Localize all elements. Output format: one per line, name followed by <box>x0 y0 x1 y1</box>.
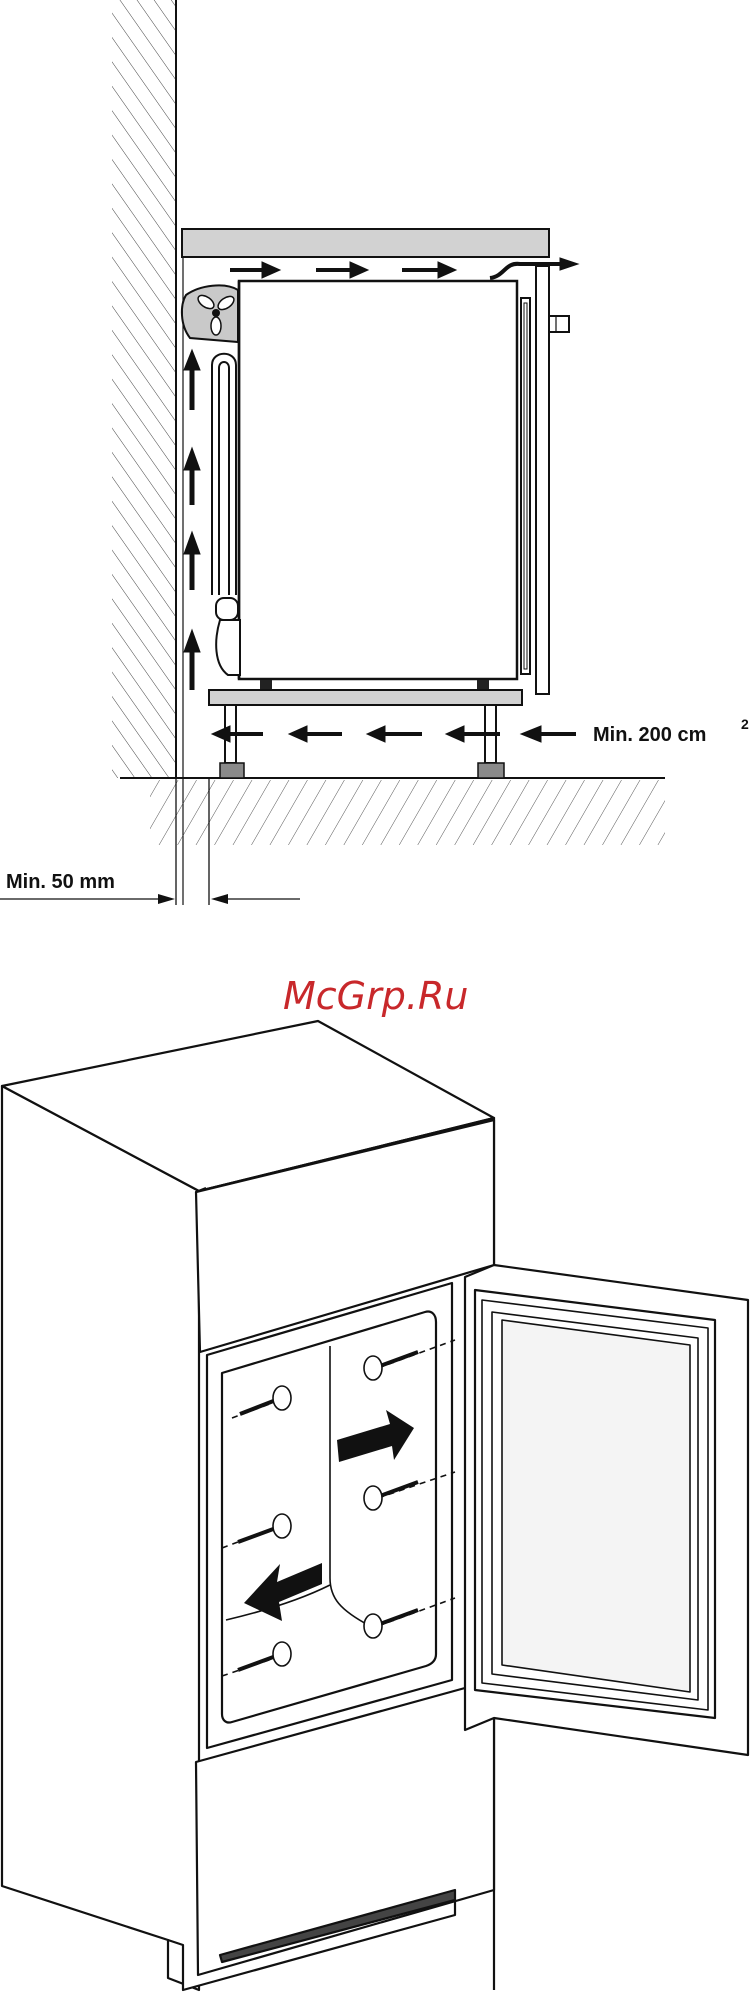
min-airflow-superscript: 2 <box>741 716 749 732</box>
appliance-door <box>521 266 569 694</box>
appliance-foot <box>260 680 272 690</box>
min-gap-label: Min. 50 mm <box>6 871 115 893</box>
condenser-coil <box>212 354 236 595</box>
fan-icon <box>182 285 238 342</box>
worktop <box>182 229 549 257</box>
door-handle <box>549 316 569 332</box>
min-airflow-label: Min. 200 cm <box>593 724 706 746</box>
rear-airflow-arrows <box>184 350 200 690</box>
floor-hatch <box>150 780 665 845</box>
watermark-text: McGrp.Ru <box>283 974 468 1018</box>
inflow-arrows <box>212 726 576 742</box>
wall-hatch <box>112 0 176 778</box>
plinth-shelf <box>209 690 522 705</box>
inner-liner <box>222 1312 436 1723</box>
top-airflow-arrows <box>230 258 578 278</box>
appliance-foot <box>477 680 489 690</box>
ventilation-section: Min. 200 cm 2 Min. 50 mm <box>0 0 749 905</box>
plinth-legs <box>220 705 504 778</box>
compressor <box>216 598 240 675</box>
appliance-cabinet <box>239 281 517 679</box>
